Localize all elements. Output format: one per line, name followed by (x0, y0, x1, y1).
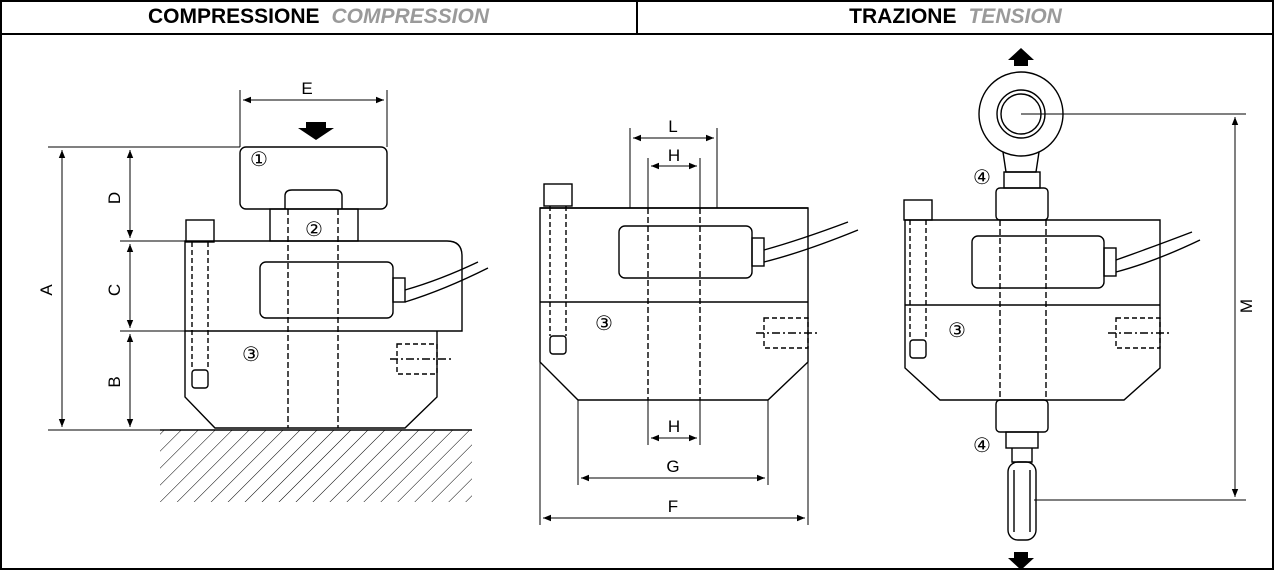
header-tension-it: TRAZIONE (849, 5, 957, 28)
dim-g: G (666, 457, 679, 476)
dim-f: F (668, 497, 678, 516)
dimension-labels: E A D C B L H H G F M (37, 79, 1256, 516)
header-compression: COMPRESSIONE COMPRESSION (0, 0, 637, 34)
header-tension: TRAZIONE TENSION (637, 0, 1274, 34)
compression-load-arrow (298, 122, 334, 140)
callout-4-bottom: ④ (973, 433, 991, 457)
load-cell-base (184, 331, 438, 429)
header-compression-en: COMPRESSION (331, 5, 490, 28)
dim-h-top: H (668, 146, 680, 165)
callout-3-tension: ③ (948, 318, 966, 342)
dim-l: L (668, 117, 677, 136)
ground-hatch (160, 430, 472, 502)
tension-arrow-down (1008, 552, 1034, 570)
tension-arrow-up (1008, 48, 1034, 66)
callouts: ① ② ③ ③ ③ ④ ④ (242, 147, 991, 457)
dim-a: A (37, 284, 56, 296)
dim-c: C (105, 284, 124, 296)
header-compression-it: COMPRESSIONE (147, 5, 320, 28)
dim-m: M (1237, 299, 1256, 313)
middle-view (539, 128, 859, 525)
dim-e: E (301, 79, 312, 98)
dim-h-bottom: H (668, 417, 680, 436)
dim-d: D (105, 192, 124, 204)
callout-4-top: ④ (973, 165, 991, 189)
load-cell-upper (184, 240, 463, 332)
header-tension-en: TENSION (968, 5, 1062, 28)
tension-view (903, 71, 1246, 541)
callout-3-middle: ③ (595, 311, 613, 335)
callout-1: ① (250, 147, 268, 171)
callout-3-compression: ③ (242, 342, 260, 366)
callout-2: ② (305, 217, 323, 241)
compression-view (48, 90, 489, 502)
dim-b: B (105, 376, 124, 387)
